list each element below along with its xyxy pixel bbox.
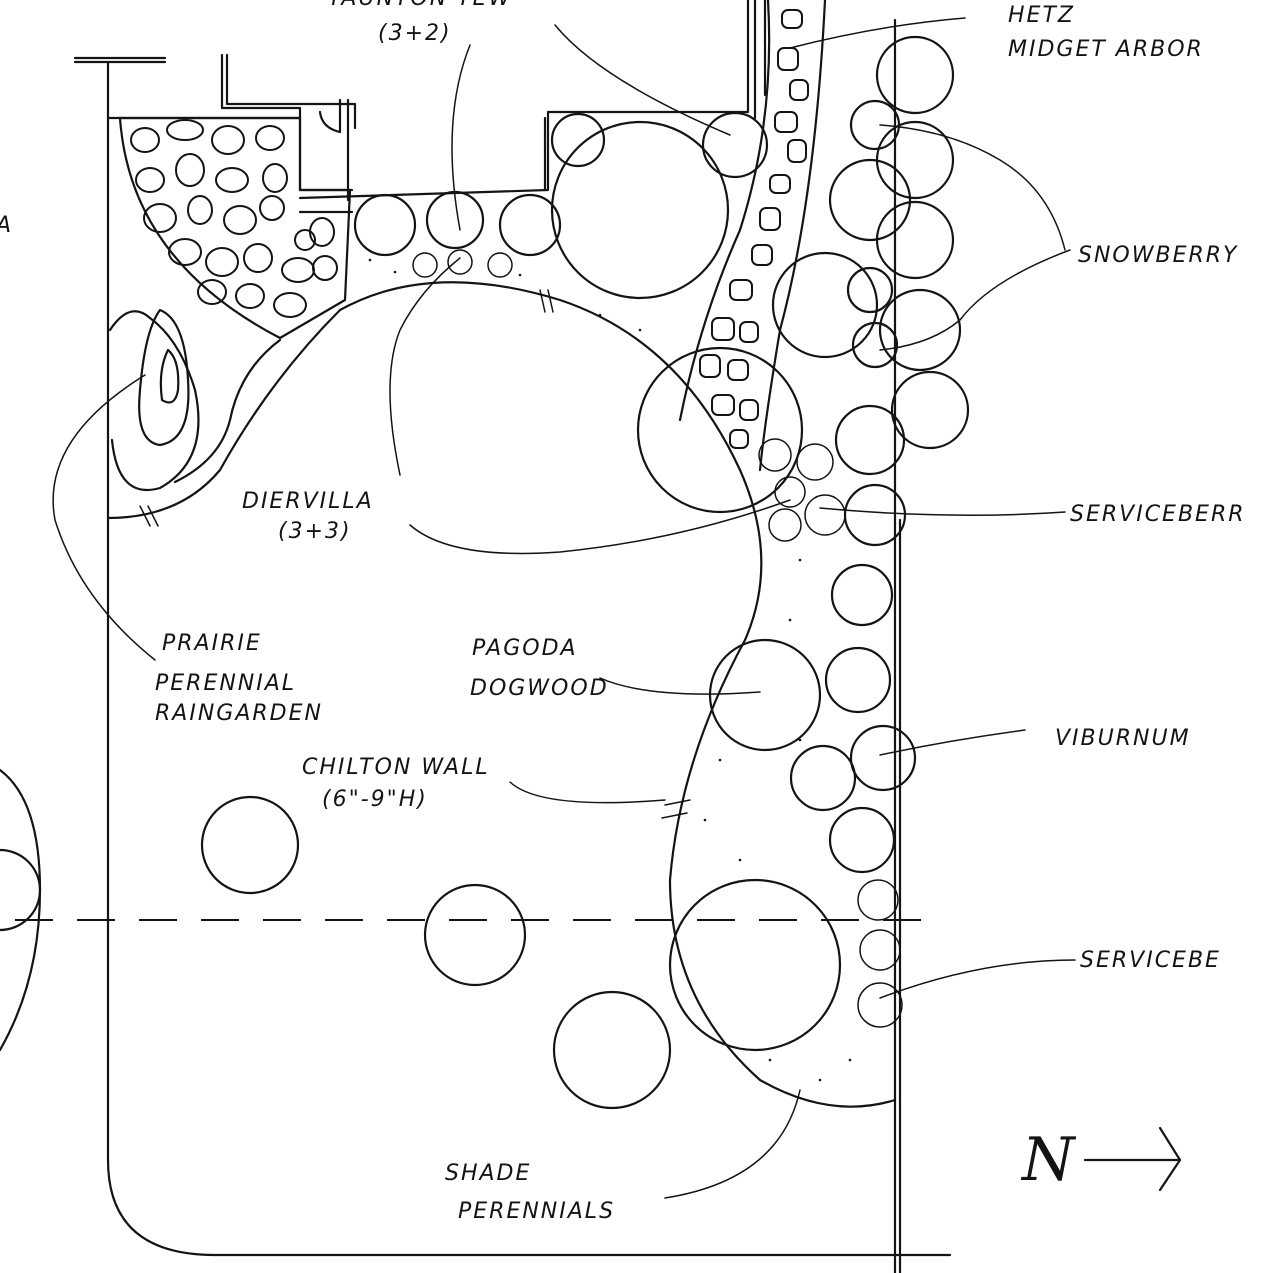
north-letter: N [1020,1125,1077,1195]
label-chilton-height: (6"-9"H) [322,787,428,812]
property-lines [73,0,952,1273]
label-midget-arbor: MIDGET ARBOR [1008,37,1204,62]
label-prairie: PRAIRIE [162,631,262,656]
label-serviceberry-2: SERVICEBE [1080,948,1221,973]
label-viburnum: VIBURNUM [1055,726,1191,751]
label-diervilla-qty: (3+3) [278,519,352,544]
label-perennials: PERENNIALS [458,1199,615,1224]
leader-lines [52,17,1076,1199]
north-arrow-head-icon [1158,1126,1182,1192]
label-snowberry: SNOWBERRY [1078,243,1239,268]
label-taunton-yew-qty: (3+2) [378,21,452,46]
label-perennial: PERENNIAL [155,671,296,696]
rain-garden [108,308,282,492]
flagstone-path [678,0,827,472]
bed-stipple [368,258,852,1082]
label-chilton-wall: CHILTON WALL [302,755,490,780]
plant-labels: TAUNTON YEW (3+2) HETZ MIDGET ARBOR SNOW… [0,0,1246,1224]
label-diervilla: DIERVILLA [242,489,374,514]
label-shade: SHADE [445,1161,531,1186]
label-left-edge: A [0,213,13,238]
label-pagoda: PAGODA [472,636,578,661]
label-serviceberry-1: SERVICEBERR [1070,502,1246,527]
plant-symbols [0,35,970,1110]
north-arrow: N [1020,1125,1182,1195]
lawn-edge [106,281,897,1108]
label-taunton-yew: TAUNTON YEW [328,0,512,11]
label-hetz: HETZ [1008,3,1075,28]
label-dogwood: DOGWOOD [470,676,609,701]
flagstone-patio [118,116,352,340]
label-raingarden: RAINGARDEN [155,701,323,726]
